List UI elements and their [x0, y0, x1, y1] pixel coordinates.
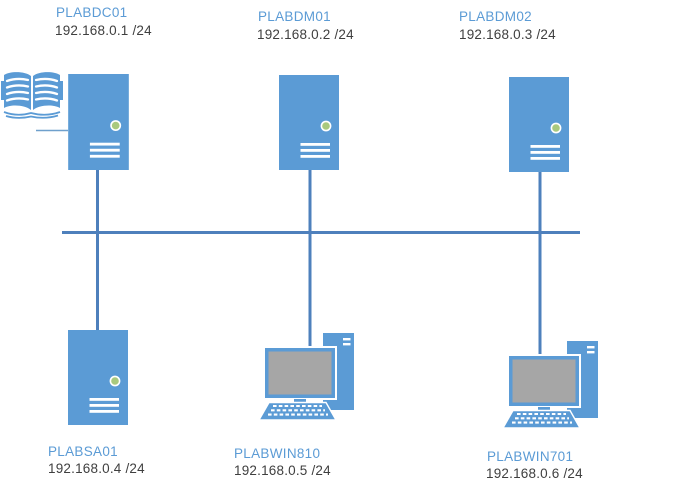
desktop-computer-icon-plabwin810[interactable] [259, 333, 354, 420]
server-tower-icon-plabdc01[interactable] [67, 74, 130, 170]
node-name-plabdm01: PLABDM01 [258, 9, 331, 24]
node-ip-plabsa01: 192.168.0.4 /24 [48, 461, 145, 476]
node-name-plabwin810: PLABWIN810 [234, 446, 321, 461]
node-ip-plabdc01: 192.168.0.1 /24 [55, 23, 152, 38]
node-name-plabwin701: PLABWIN701 [487, 449, 574, 464]
node-name-plabdm02: PLABDM02 [459, 9, 532, 24]
node-ip-plabwin701: 192.168.0.6 /24 [486, 466, 583, 481]
node-ip-plabwin810: 192.168.0.5 /24 [234, 463, 331, 478]
server-tower-icon-plabsa01[interactable] [68, 329, 128, 426]
desktop-computer-icon-plabwin701[interactable] [503, 341, 598, 428]
node-name-plabdc01: PLABDC01 [56, 5, 128, 20]
server-tower-icon-plabdm02[interactable] [509, 77, 569, 172]
open-book-icon [1, 69, 63, 122]
node-name-plabsa01: PLABSA01 [48, 444, 118, 459]
node-ip-plabdm01: 192.168.0.2 /24 [257, 27, 354, 42]
node-ip-plabdm02: 192.168.0.3 /24 [459, 27, 556, 42]
server-tower-icon-plabdm01[interactable] [279, 75, 339, 170]
